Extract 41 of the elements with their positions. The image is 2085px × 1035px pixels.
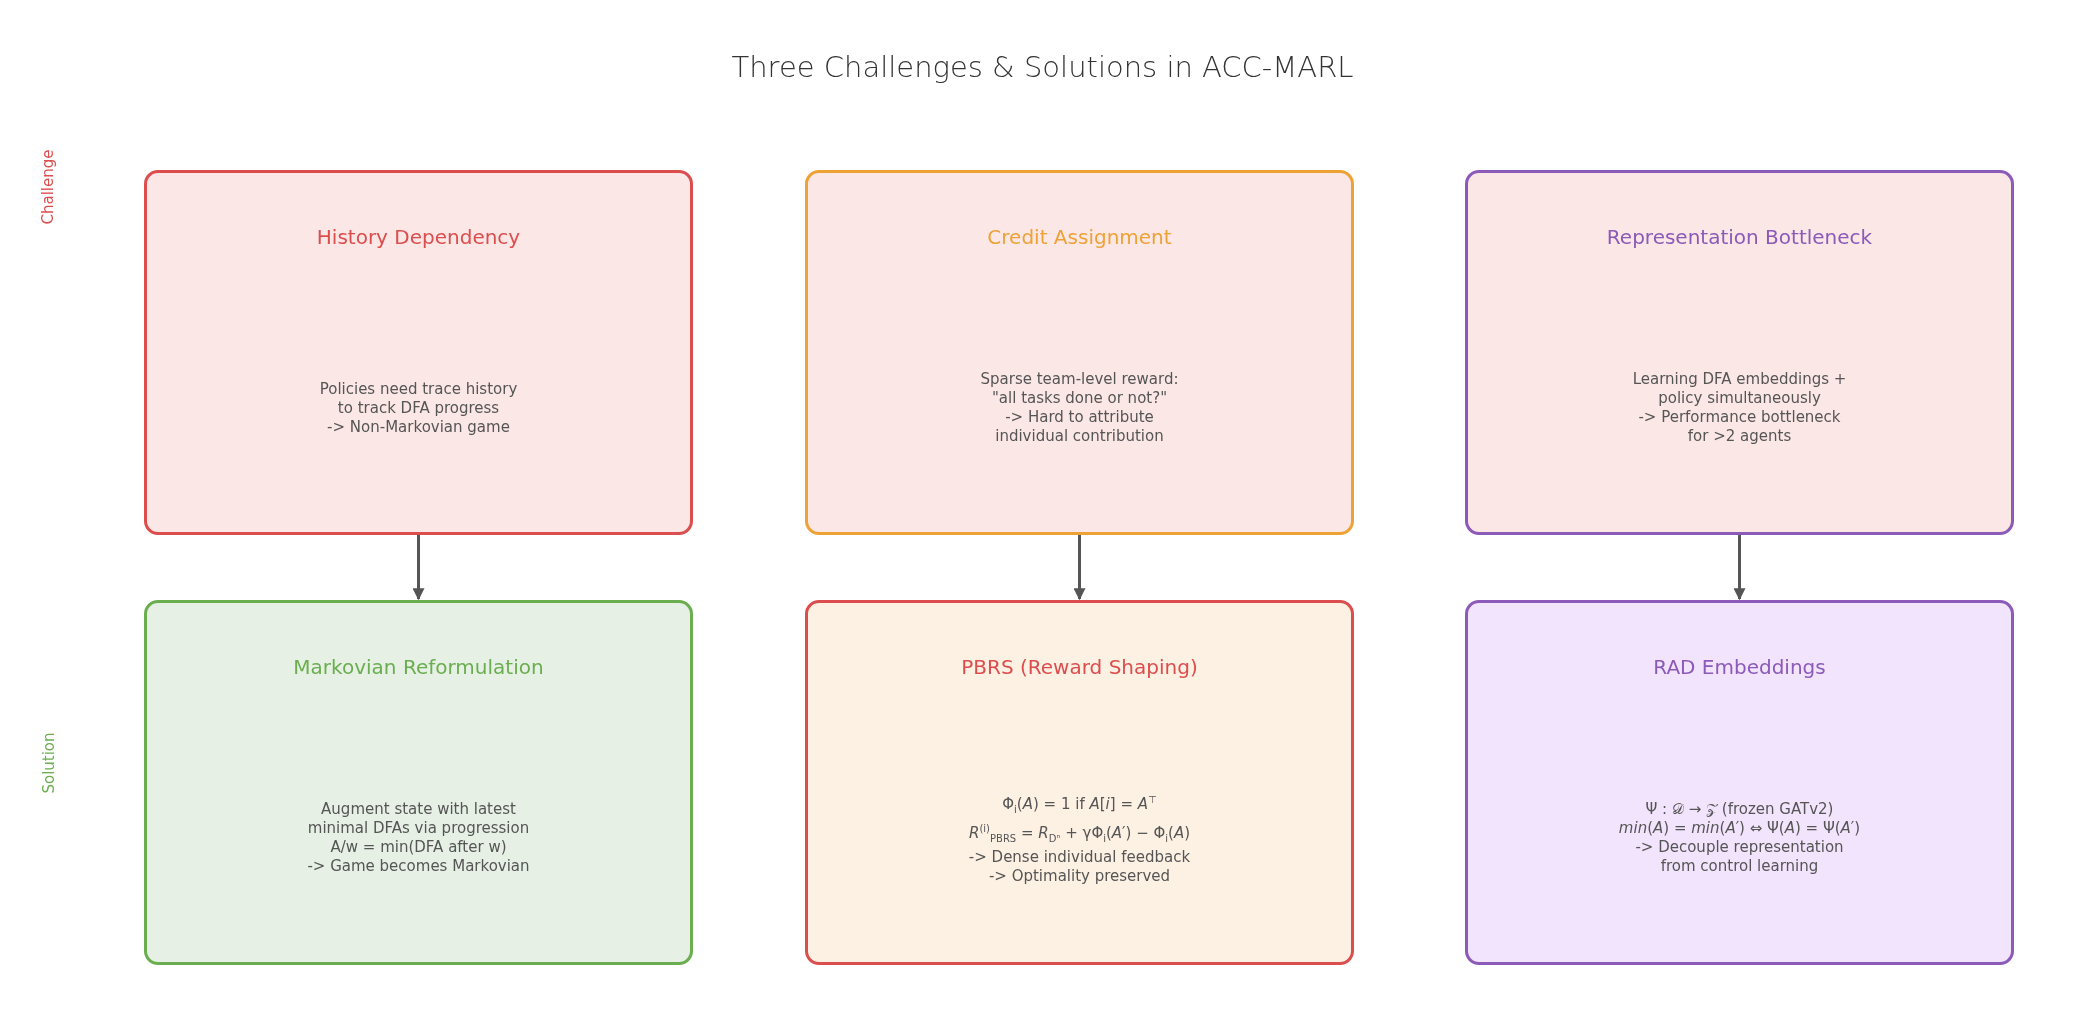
box-heading: RAD Embeddings bbox=[1653, 655, 1826, 679]
body-text: -> Non-Markovian game bbox=[327, 417, 510, 437]
arrow bbox=[1073, 535, 1086, 601]
rounded-box bbox=[805, 600, 1354, 965]
row-label: Solution bbox=[39, 732, 58, 794]
box-heading: History Dependency bbox=[316, 225, 521, 249]
arrow bbox=[1733, 535, 1746, 601]
arrow bbox=[412, 535, 425, 601]
body-text: Ψ : 𝒟 → 𝒵 (frozen GATv2) bbox=[1645, 800, 1834, 819]
body-text: individual contribution bbox=[995, 427, 1164, 446]
box-heading: Markovian Reformulation bbox=[293, 655, 544, 679]
box-heading: Representation Bottleneck bbox=[1606, 225, 1873, 249]
body-text: policy simultaneously bbox=[1658, 389, 1821, 408]
body-text: -> Hard to attribute bbox=[1005, 408, 1154, 427]
body-text: -> Decouple representation bbox=[1635, 838, 1844, 857]
body-text: to track DFA progress bbox=[337, 398, 500, 418]
body-text: Augment state with latest bbox=[321, 800, 516, 819]
body-text: A/w = min(DFA after w) bbox=[330, 838, 507, 857]
body-text: Φ$_{i}$(A) = 1 if A[i] = A$^{⊤}$ bbox=[1002, 793, 1157, 817]
body-text: "all tasks done or not?" bbox=[991, 389, 1168, 408]
rounded-box bbox=[1465, 170, 2014, 535]
box-heading: PBRS (Reward Shaping) bbox=[961, 655, 1198, 679]
rounded-box bbox=[805, 170, 1354, 535]
body-text: Policies need trace history bbox=[319, 379, 518, 399]
rounded-box bbox=[144, 170, 693, 535]
body-text: -> Game becomes Markovian bbox=[307, 857, 530, 876]
body-text: min(A) = min(A′) ⇔ Ψ(A) = Ψ(A′) bbox=[1618, 819, 1861, 838]
body-text: from control learning bbox=[1660, 857, 1819, 876]
body-text: for >2 agents bbox=[1687, 427, 1792, 446]
body-text: -> Dense individual feedback bbox=[968, 848, 1191, 867]
body-text: minimal DFAs via progression bbox=[307, 819, 530, 838]
body-text: Sparse team-level reward: bbox=[980, 370, 1179, 389]
body-text: R$^{(i)}$$_{PBRS}$ = R$_{Dⁿ}$ + γΦ$_{i}$(A′) − Φ$_{i}$(A) bbox=[968, 822, 1191, 846]
body-text: -> Optimality preserved bbox=[988, 867, 1171, 886]
diagram-title: Three Challenges & Solutions in ACC-MARL bbox=[731, 50, 1354, 84]
body-text: -> Performance bottleneck bbox=[1638, 408, 1841, 427]
rounded-box bbox=[1465, 600, 2014, 965]
row-label: Challenge bbox=[38, 149, 57, 225]
rounded-box bbox=[144, 600, 693, 965]
body-text: Learning DFA embeddings + bbox=[1632, 370, 1847, 389]
box-heading: Credit Assignment bbox=[987, 225, 1172, 249]
